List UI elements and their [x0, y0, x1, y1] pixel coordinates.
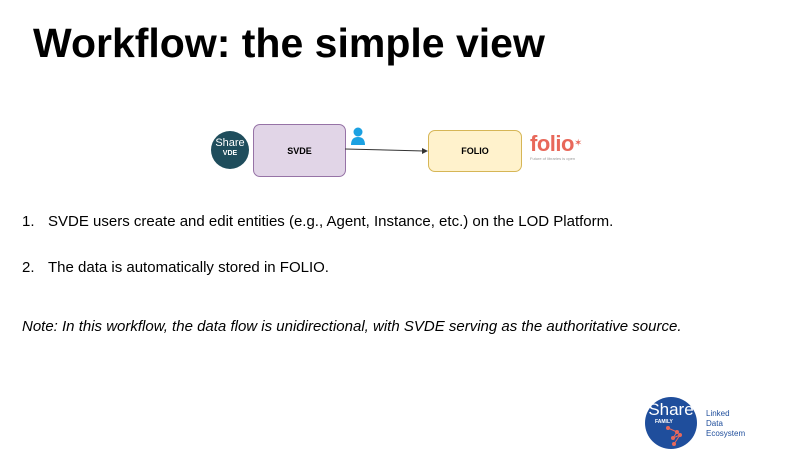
folio-box: FOLIO	[428, 130, 522, 172]
slide-title: Workflow: the simple view	[33, 20, 545, 66]
folio-logo: folio✶ Future of libraries is open	[530, 131, 583, 162]
butterfly-icon: ✶	[573, 138, 583, 149]
list-item: 1.SVDE users create and edit entities (e…	[22, 213, 614, 230]
folio-tagline: Future of libraries is open	[530, 156, 576, 161]
network-icon	[666, 426, 682, 446]
list-item: 2.The data is automatically stored in FO…	[22, 259, 329, 276]
note-text: Note: In this workflow, the data flow is…	[22, 318, 682, 335]
share-family-caption: Linked Data Ecosystem	[706, 409, 746, 438]
arrow-right-icon	[344, 148, 428, 154]
share-family-logo: Share FAMILY	[645, 397, 697, 449]
svde-box: SVDE	[253, 124, 346, 177]
user-icon	[351, 127, 365, 145]
sharevde-logo: Share VDE	[211, 131, 249, 169]
